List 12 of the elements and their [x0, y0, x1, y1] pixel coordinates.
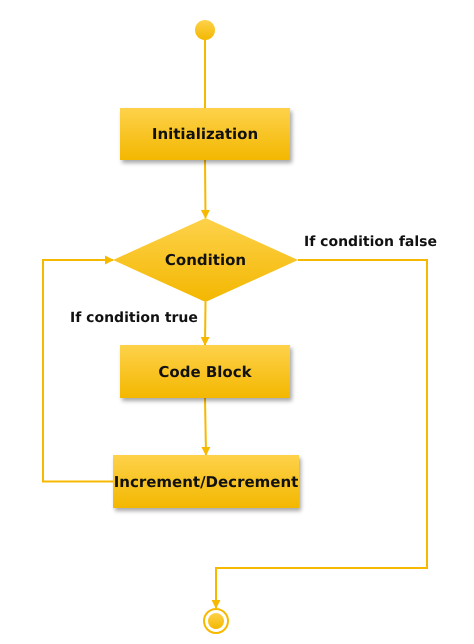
process-box [120, 108, 290, 160]
arrow [200, 302, 210, 346]
node-label: Increment/Decrement [114, 472, 298, 490]
process-box [113, 455, 299, 508]
node-label: Condition [164, 251, 246, 269]
node-label: Code Block [158, 362, 252, 380]
process-box [120, 345, 290, 398]
arrow [201, 398, 210, 456]
arrow [200, 160, 210, 219]
arrow [212, 259, 428, 609]
node-label: Initialization [152, 125, 258, 143]
arrow [42, 256, 114, 482]
